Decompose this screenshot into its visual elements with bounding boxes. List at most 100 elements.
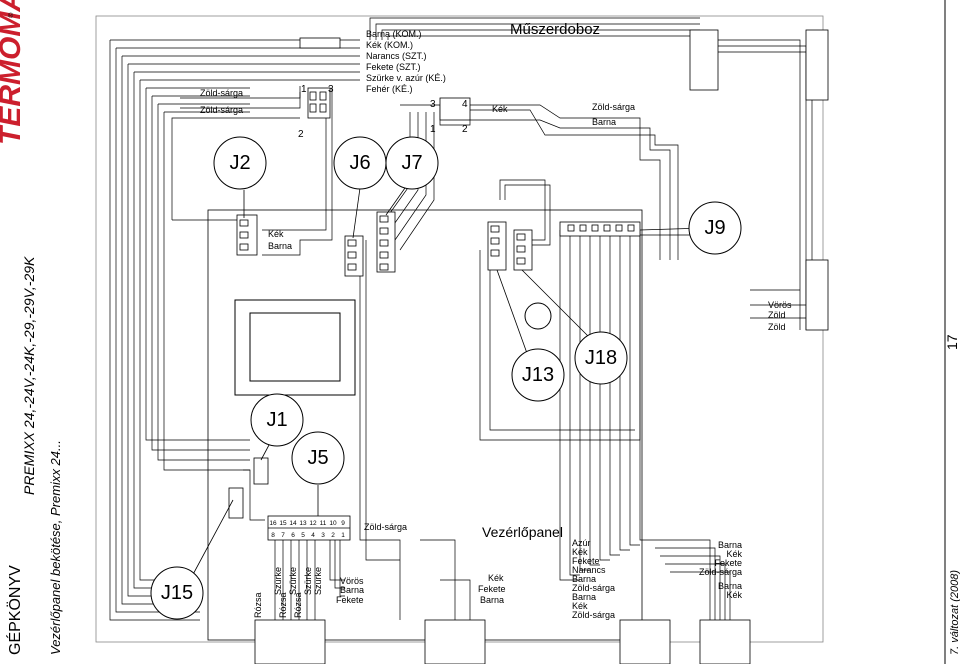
svg-text:3: 3 — [430, 99, 436, 110]
svg-text:4: 4 — [311, 532, 315, 539]
svg-text:4: 4 — [462, 99, 468, 110]
j5-vertical-labels: Rózsa Szürke Rózsa Szürke Rózsa Szürke S… — [253, 567, 323, 618]
right-wire-labels: Vörös Zöld Zöld — [768, 300, 792, 332]
switch-block — [439, 97, 471, 121]
wire-label: Zöld-sárga — [572, 610, 615, 620]
wire-label: Narancs — [572, 565, 606, 575]
wire-label: Narancs (SZT.) — [366, 51, 427, 61]
bubble-j5: J5 — [291, 431, 345, 485]
svg-text:2: 2 — [331, 532, 335, 539]
connector-blocks — [228, 87, 641, 541]
wire-bundle-j6-j7 — [359, 112, 471, 620]
svg-text:2: 2 — [462, 124, 468, 135]
wire-label: Kék — [572, 601, 588, 611]
wire-label: Azúr — [572, 538, 591, 548]
wire-label: Barna — [480, 595, 504, 605]
termomax-logo: TERMOMAX ® — [0, 0, 27, 145]
svg-text:1: 1 — [341, 532, 345, 539]
svg-text:J7: J7 — [401, 152, 422, 174]
logo-text: TERMOMAX — [0, 0, 27, 145]
wire-label: Barna — [592, 117, 616, 127]
gland-bottom-right-1 — [619, 619, 671, 665]
svg-text:7: 7 — [281, 532, 285, 539]
svg-text:14: 14 — [289, 520, 297, 527]
svg-text:5: 5 — [301, 532, 305, 539]
svg-text:J2: J2 — [229, 152, 250, 174]
svg-text:15: 15 — [279, 520, 287, 527]
wire-label: Kék — [572, 547, 588, 557]
wire-label: Kék — [268, 229, 284, 239]
j5-wire-label: Zöld-sárga — [364, 522, 407, 532]
bubble-j1: J1 — [250, 393, 304, 447]
svg-text:2: 2 — [298, 129, 304, 140]
far-right-wire-list: Barna Kék Fekete Zöld-sárga Barna Kék — [699, 540, 743, 600]
book-title: GÉPKÖNYV — [5, 565, 24, 655]
relay-circle — [524, 302, 552, 330]
top-mid-labels: Kék Zöld-sárga Barna — [492, 102, 635, 127]
switch-pin-numbers: 1 2 3 1 2 3 4 — [298, 84, 468, 140]
connector-j15 — [228, 487, 244, 519]
svg-text:9: 9 — [341, 520, 345, 527]
gland-bottom-right-2 — [699, 619, 751, 665]
wire-label: Fekete — [572, 556, 600, 566]
j2-wire-labels: Kék Barna — [268, 229, 292, 251]
svg-text:12: 12 — [309, 520, 317, 527]
wire-label: Kék — [488, 573, 504, 583]
wire-label: Barna — [572, 574, 596, 584]
connector-j1 — [253, 457, 269, 485]
wire-label: Barna — [572, 592, 596, 602]
page-number: 17 — [944, 334, 960, 350]
j5-bottom-wire-labels: Vörös Barna Fekete — [336, 576, 364, 605]
wire-label: Fekete — [478, 584, 506, 594]
wire-bundle-right — [369, 17, 813, 330]
wire-label: Szürke — [313, 567, 323, 595]
wire-bundle-j5 — [243, 469, 345, 620]
bubble-j6: J6 — [333, 136, 387, 190]
wire-label: Kék — [726, 549, 742, 559]
wire-label: Zöld-sárga — [699, 567, 742, 577]
wire-label: Szürke — [288, 567, 298, 595]
wire-label: Rózsa — [253, 592, 263, 618]
gland-bottom-panel — [424, 619, 486, 665]
svg-text:3: 3 — [321, 532, 325, 539]
wire-label: Vörös — [340, 576, 364, 586]
wire-label: Barna — [340, 585, 364, 595]
wire-label: Zöld — [768, 322, 786, 332]
wire-label: Barna — [718, 540, 742, 550]
wire-label: Fekete (SZT.) — [366, 62, 421, 72]
svg-text:8: 8 — [271, 532, 275, 539]
wire-label: Zöld-sárga — [592, 102, 635, 112]
instrument-box-label: Műszerdoboz — [510, 21, 600, 38]
bubble-j13: J13 — [511, 348, 565, 402]
registered-mark: ® — [8, 12, 14, 20]
svg-text:3: 3 — [328, 84, 334, 95]
svg-text:J6: J6 — [349, 152, 370, 174]
wire-label: Kék (KOM.) — [366, 40, 413, 50]
svg-text:J5: J5 — [307, 447, 328, 469]
bottom-right-wire-list: Azúr Kék Fekete Narancs Barna Zöld-sárga… — [572, 538, 615, 620]
wire-label: Zöld-sárga — [572, 583, 615, 593]
svg-text:J18: J18 — [585, 347, 617, 369]
wire-label: Barna (KOM.) — [366, 29, 422, 39]
wire-bundle-left — [109, 39, 360, 621]
model-line: PREMIXX 24,-24V,-24K,-29,-29V,-29K — [21, 256, 37, 495]
top-wire-labels: Barna (KOM.) Kék (KOM.) Narancs (SZT.) F… — [366, 29, 446, 94]
svg-text:16: 16 — [269, 520, 277, 527]
bubble-j2: J2 — [213, 136, 267, 190]
panel-bottom-wire-labels: Kék Fekete Barna — [478, 573, 506, 605]
svg-text:11: 11 — [320, 520, 327, 527]
wire-label: Zöld — [768, 310, 786, 320]
control-panel-label: Vezérlőpanel — [482, 524, 563, 540]
bubble-j7: J7 — [385, 136, 439, 190]
bubble-j15: J15 — [150, 566, 204, 620]
wire-label: Rózsa — [293, 592, 303, 618]
wire-label: Fehér (KÉ.) — [366, 84, 413, 94]
svg-text:13: 13 — [299, 520, 307, 527]
svg-text:J9: J9 — [704, 217, 725, 239]
wire-label: Szürke — [273, 567, 283, 595]
wire-label: Kék — [492, 104, 508, 114]
version-label: 7. változat (2008) — [949, 570, 960, 655]
wire-label: Fekete — [714, 558, 742, 568]
cable-glands — [254, 29, 829, 665]
